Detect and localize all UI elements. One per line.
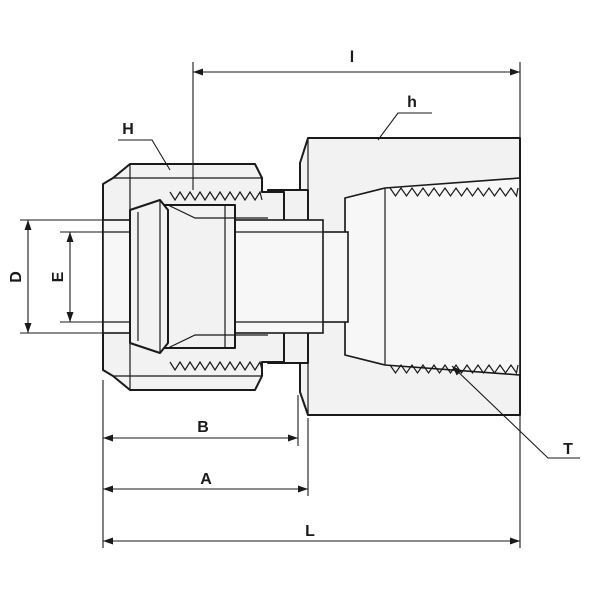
ferrule-cone-bottom (167, 334, 268, 349)
leader-h-body (377, 112, 432, 141)
threads-top-path (389, 186, 519, 198)
female-thread-top (389, 186, 519, 198)
nut-thread-top (169, 190, 263, 202)
back-ferrule (129, 199, 169, 354)
threads-bottom-path (389, 363, 519, 375)
female-thread-bore (344, 177, 521, 376)
label-a: A (200, 471, 212, 488)
label-l: l (350, 49, 354, 66)
female-thread-bottom (389, 363, 519, 375)
label-b: B (197, 419, 209, 436)
nut-threads-top-path (169, 190, 263, 202)
leader-h-nut (118, 139, 171, 171)
label-h-body: h (407, 94, 417, 111)
label-d: D (8, 271, 25, 283)
ferrule-cone-top (167, 204, 268, 219)
nut-thread-bottom (169, 360, 263, 372)
label-t: T (563, 441, 573, 458)
label-e: E (50, 271, 67, 282)
label-h-nut: H (122, 121, 134, 138)
label-total-l: L (305, 523, 315, 540)
nut-threads-bottom-path (169, 360, 263, 372)
leader-t (451, 365, 580, 459)
